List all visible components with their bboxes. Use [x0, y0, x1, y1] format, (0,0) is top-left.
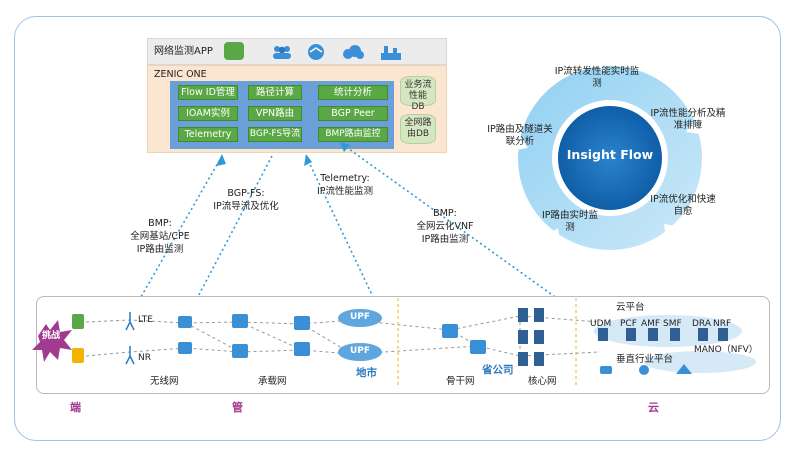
server-icon — [534, 352, 544, 366]
insight-stage-2: IP流性能分析及精准排障 — [650, 108, 726, 131]
module-bgp-peer: BGP Peer — [318, 106, 388, 121]
insight-stage-4: IP路由实时监测 — [541, 210, 599, 233]
core-network-label: 核心网 — [528, 376, 557, 387]
terminal-phone-2 — [72, 348, 84, 363]
backbone-network-label: 骨干网 — [446, 376, 475, 387]
terminal-phone-1 — [72, 314, 84, 329]
nf-dra: DRA — [692, 319, 711, 329]
annotation-bgp-fs-2: IP流导流及优化 — [213, 201, 279, 212]
annotation-bmp-vnf-2: 全网云化VNF — [416, 221, 474, 232]
cloud-platform-label: 云平台 — [616, 302, 645, 313]
module-flow-id: Flow ID管理 — [178, 85, 238, 100]
insight-stage-3: IP流优化和快速自愈 — [650, 194, 716, 217]
annotation-bmp-cpe-2: 全网基站/CPE — [130, 231, 190, 242]
app-logo-icon — [224, 42, 244, 60]
nf-udm: UDM — [590, 319, 612, 329]
nf-amf: AMF — [641, 319, 661, 329]
router-icon — [294, 316, 310, 330]
insight-flow-cycle — [516, 58, 702, 250]
annotation-bmp-cpe-1: BMP: — [148, 218, 172, 229]
module-ioam: IOAM实例 — [178, 106, 238, 121]
industry-icon — [639, 365, 649, 375]
nf-nrf: NRF — [713, 319, 732, 329]
module-vpn: VPN路由 — [248, 106, 302, 121]
server-icon — [518, 330, 528, 344]
router-icon — [442, 324, 458, 338]
insight-stage-5: IP路由及隧道关联分析 — [487, 124, 553, 147]
home-icon — [676, 364, 692, 374]
annotation-bmp-cpe-3: IP路由监测 — [136, 244, 184, 255]
module-telemetry: Telemetry — [178, 127, 238, 142]
annotation-telemetry-1: Telemetry: — [320, 173, 370, 184]
insight-flow-title: Insight Flow — [566, 147, 654, 162]
zenic-title: ZENIC ONE — [154, 69, 207, 80]
bmp-vnf-line — [341, 143, 591, 323]
monitoring-app-bar: 网络监测APP — [147, 38, 447, 65]
scope-pipe-label: 管 — [232, 401, 243, 414]
challenge-label: 挑战 — [41, 331, 60, 341]
bmp-cpe-line — [129, 155, 223, 317]
server-icon — [518, 308, 528, 322]
db2-label: 全网路由DB — [404, 118, 432, 139]
bgp-fs-line — [191, 155, 273, 309]
upf-label-1: UPF — [350, 312, 371, 322]
annotation-bgp-fs-1: BGP-FS: — [227, 188, 265, 199]
route-db: 全网路由DB — [400, 114, 436, 144]
nf-smf: SMF — [663, 319, 682, 329]
insight-flow-core — [558, 106, 662, 210]
router-icon — [470, 340, 486, 354]
users-icon — [273, 46, 291, 59]
module-stats: 统计分析 — [318, 85, 388, 100]
telemetry-line — [305, 155, 385, 321]
module-bgp-fs: BGP-FS导流 — [248, 127, 302, 142]
vehicle-icon — [600, 366, 612, 374]
router-icon — [232, 314, 248, 328]
app-bar-label: 网络监测APP — [154, 46, 213, 57]
annotation-telemetry-2: IP流性能监测 — [316, 186, 374, 197]
router-icon — [232, 344, 248, 358]
mano-label: MANO（NFV） — [694, 345, 758, 355]
nf-pcf: PCF — [620, 319, 637, 329]
wireless-network-label: 无线网 — [150, 376, 179, 387]
annotation-bmp-vnf-1: BMP: — [433, 208, 457, 219]
scope-end-label: 端 — [70, 401, 81, 414]
annotation-bmp-vnf-3: IP路由监测 — [421, 234, 469, 245]
vertical-platform-label: 垂直行业平台 — [616, 354, 674, 365]
cloud-network-icon — [343, 45, 364, 59]
topology-icon — [381, 46, 401, 60]
nr-label: NR — [138, 353, 151, 363]
server-icon — [534, 308, 544, 322]
scope-cloud-label: 云 — [648, 401, 659, 414]
bearer-network-label: 承载网 — [258, 376, 287, 387]
lte-label: LTE — [138, 315, 153, 325]
challenge-burst-icon — [32, 320, 72, 362]
city-label: 地市 — [356, 367, 377, 379]
flow-performance-db: 业务流性能DB — [400, 76, 436, 112]
server-icon — [518, 352, 528, 366]
upf-label-2: UPF — [350, 346, 371, 356]
router-icon — [294, 342, 310, 356]
upf-cloud-1 — [338, 309, 382, 327]
upf-cloud-2 — [338, 343, 382, 361]
server-icon — [534, 330, 544, 344]
zenic-one-panel: ZENIC ONE Flow ID管理 路径计算 统计分析 IOAM实例 VPN… — [147, 65, 447, 153]
module-bmp: BMP路由监控 — [318, 127, 388, 142]
db1-label: 业务流性能DB — [404, 80, 432, 112]
router-icon — [178, 316, 192, 328]
province-label: 省公司 — [482, 364, 514, 376]
insight-stage-1: IP流转发性能实时监测 — [554, 66, 640, 89]
module-path-calc: 路径计算 — [248, 85, 302, 100]
router-icon — [178, 342, 192, 354]
gauge-icon — [308, 44, 324, 60]
